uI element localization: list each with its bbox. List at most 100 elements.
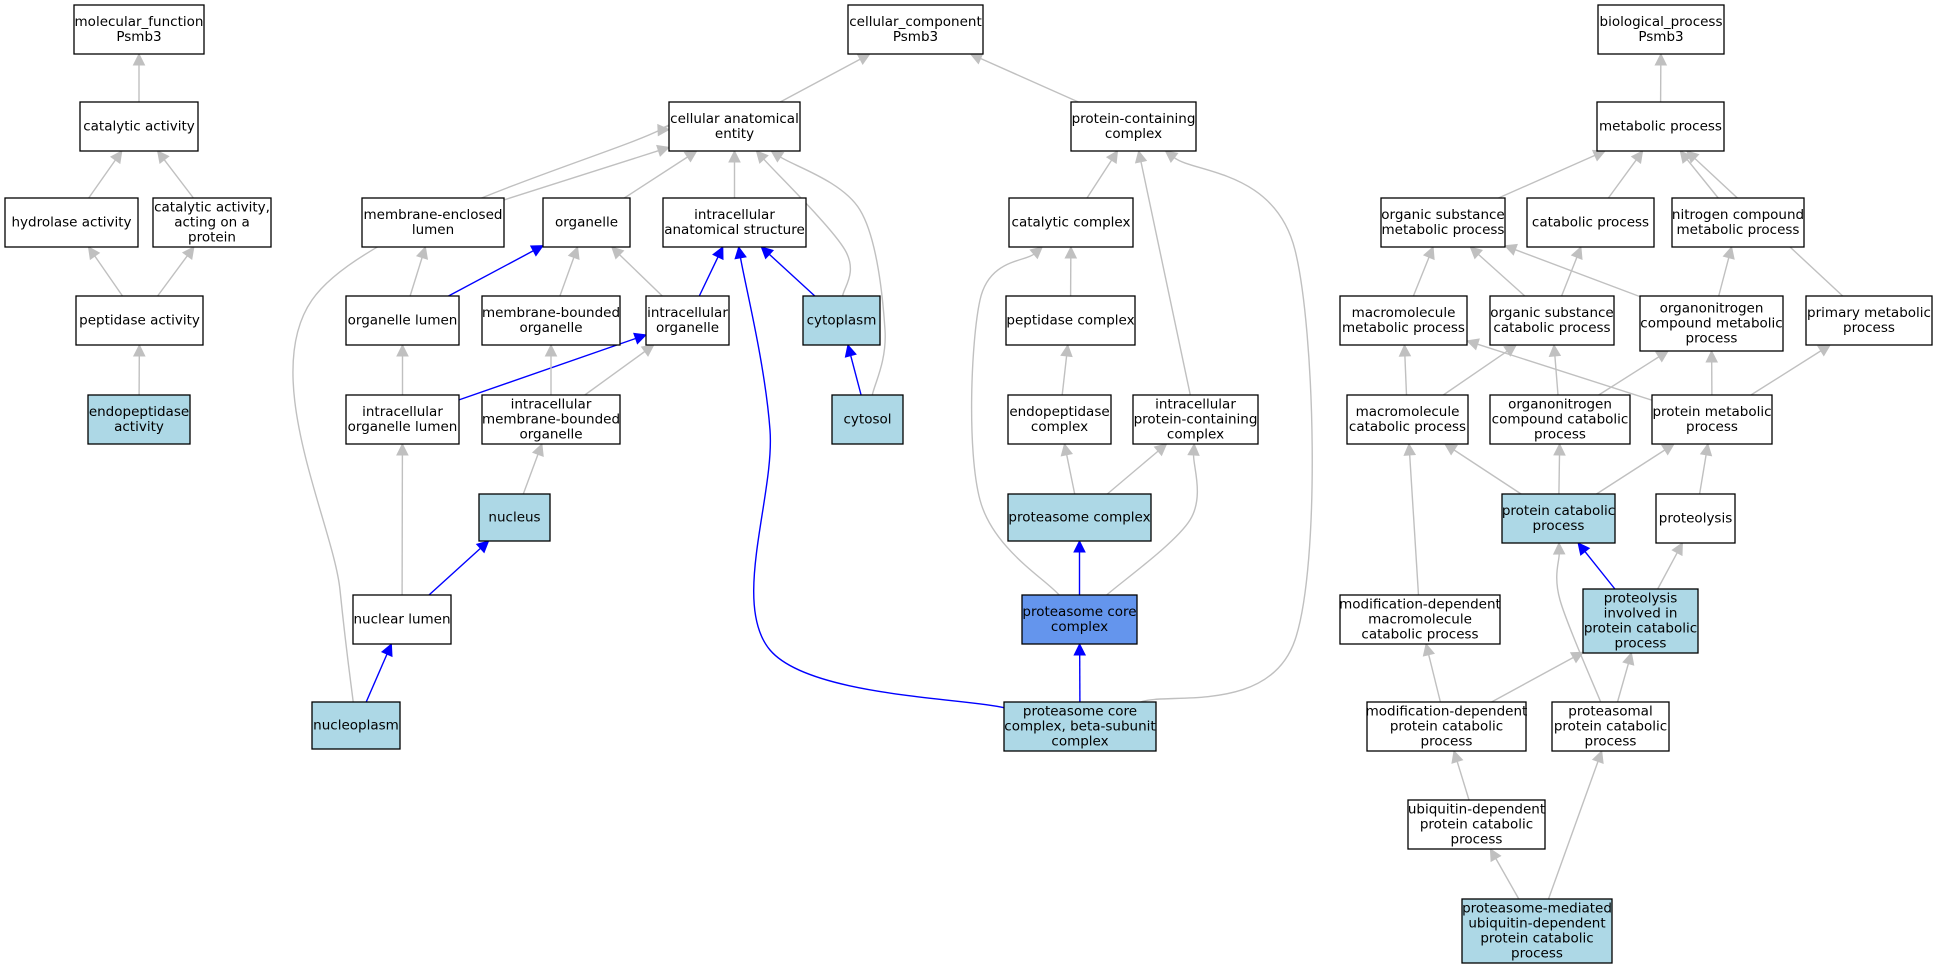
term-box[interactable] <box>1551 701 1670 752</box>
term-box[interactable] <box>352 594 452 645</box>
term-node-peptidase-activity[interactable]: peptidase activity <box>75 295 204 346</box>
term-node-catabolic-process[interactable]: catabolic process <box>1526 197 1655 248</box>
term-box[interactable] <box>87 394 191 445</box>
term-box[interactable] <box>1489 394 1631 445</box>
term-node-cytoplasm[interactable]: cytoplasm <box>802 295 881 346</box>
term-box[interactable] <box>542 197 631 248</box>
term-box[interactable] <box>831 394 904 445</box>
term-box[interactable] <box>1007 493 1152 542</box>
term-box[interactable] <box>1671 197 1805 248</box>
term-box[interactable] <box>152 197 272 248</box>
term-node-nuclear-lumen[interactable]: nuclear lumen <box>352 594 452 645</box>
edge-line <box>619 254 663 297</box>
term-node-proteasome-mediated-ubiquitin-dependent-protein-catabolic-process[interactable]: proteasome-mediatedubiquitin-dependentpr… <box>1461 898 1613 964</box>
term-node-catalytic-activity[interactable]: catalytic activity <box>79 101 199 152</box>
term-box[interactable] <box>4 197 139 248</box>
term-box[interactable] <box>1021 594 1138 645</box>
term-box[interactable] <box>645 295 730 346</box>
term-node-cytosol[interactable]: cytosol <box>831 394 904 445</box>
term-box[interactable] <box>1526 197 1655 248</box>
term-node-peptidase-complex[interactable]: peptidase complex <box>1005 295 1136 346</box>
term-box[interactable] <box>1346 394 1469 445</box>
term-box[interactable] <box>1655 493 1736 544</box>
term-box[interactable] <box>1380 197 1506 248</box>
term-box[interactable] <box>1489 295 1615 346</box>
term-box[interactable] <box>1596 101 1725 152</box>
term-box[interactable] <box>1639 295 1784 352</box>
term-box[interactable] <box>1651 394 1773 445</box>
term-box[interactable] <box>1339 594 1501 645</box>
term-node-nucleus[interactable]: nucleus <box>478 493 551 542</box>
term-box[interactable] <box>345 295 460 346</box>
term-box[interactable] <box>1005 295 1136 346</box>
term-box[interactable] <box>1461 898 1613 964</box>
term-box[interactable] <box>361 197 505 248</box>
term-box[interactable] <box>478 493 551 542</box>
term-node-proteolysis[interactable]: proteolysis <box>1655 493 1736 544</box>
term-node-metabolic-process[interactable]: metabolic process <box>1596 101 1725 152</box>
term-box[interactable] <box>668 101 801 152</box>
term-box[interactable] <box>345 394 460 445</box>
term-box[interactable] <box>1339 295 1468 346</box>
term-box[interactable] <box>1132 394 1259 445</box>
term-box[interactable] <box>75 295 204 346</box>
term-node-proteasome-complex[interactable]: proteasome complex <box>1007 493 1152 542</box>
term-box[interactable] <box>802 295 881 346</box>
term-node-nucleoplasm[interactable]: nucleoplasm <box>311 701 401 750</box>
term-box[interactable] <box>1597 4 1725 55</box>
term-box[interactable] <box>1008 197 1134 248</box>
term-box[interactable] <box>481 295 621 346</box>
term-node-catalytic-complex[interactable]: catalytic complex <box>1008 197 1134 248</box>
term-node-modification-dependent-macromolecule-catabolic-process[interactable]: modification-dependentmacromoleculecatab… <box>1339 594 1501 645</box>
term-box[interactable] <box>1003 701 1157 752</box>
term-box[interactable] <box>311 701 401 750</box>
term-box[interactable] <box>662 197 807 248</box>
term-node-organelle-lumen[interactable]: organelle lumen <box>345 295 460 346</box>
term-box[interactable] <box>79 101 199 152</box>
term-box[interactable] <box>1805 295 1933 346</box>
term-node-organelle[interactable]: organelle <box>542 197 631 248</box>
term-box[interactable] <box>1501 493 1616 544</box>
term-box[interactable] <box>1366 701 1527 752</box>
term-box[interactable] <box>481 394 621 445</box>
term-box[interactable] <box>847 4 984 55</box>
term-box[interactable] <box>1007 394 1112 445</box>
term-box[interactable] <box>1070 101 1197 152</box>
term-box[interactable] <box>73 4 205 55</box>
term-box[interactable] <box>1407 799 1546 850</box>
edge-arrowhead <box>1817 344 1832 357</box>
term-node-hydrolase-activity[interactable]: hydrolase activity <box>4 197 139 248</box>
term-box[interactable] <box>1582 588 1699 654</box>
